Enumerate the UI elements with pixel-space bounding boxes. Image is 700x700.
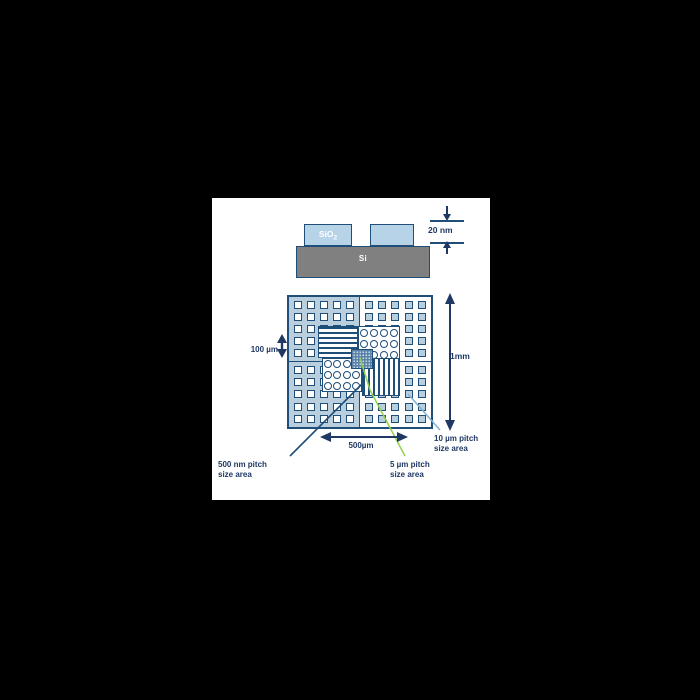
callout-line-1: 10 µm pitch xyxy=(434,434,479,443)
thickness-tick-bottom xyxy=(430,242,464,244)
oxide-label-text: SiO xyxy=(318,229,334,239)
callout-pitch-10um: 10 µm pitch size area xyxy=(434,434,500,454)
callout-line-1: 500 nm pitch xyxy=(218,460,267,469)
checkerboard-fill xyxy=(352,350,372,368)
silicon-label: Si xyxy=(358,254,368,263)
callout-line-2: size area xyxy=(434,444,468,453)
thickness-tick-top xyxy=(430,220,464,222)
quadrant-width-label: 500µm xyxy=(348,441,374,450)
callout-line-2: size area xyxy=(390,470,424,479)
cell-pitch-label: 100 µm xyxy=(250,345,278,354)
thickness-label: 20 nm xyxy=(428,225,453,235)
horizontal-lines-fill xyxy=(319,327,357,357)
callout-line-1: 5 µm pitch xyxy=(390,460,430,469)
subpattern-horizontal-lines xyxy=(318,326,358,358)
callout-line-2: size area xyxy=(218,470,252,479)
array-height-label: 1mm xyxy=(450,351,470,361)
oxide-block-left xyxy=(304,224,352,246)
thickness-dimension: 20 nm xyxy=(428,206,484,254)
array-height-dimension: 1mm xyxy=(434,295,474,429)
callout-pitch-500nm: 500 nm pitch size area xyxy=(218,460,294,480)
pattern-array xyxy=(287,295,433,429)
oxide-label: SiO2 xyxy=(304,229,352,242)
quadrant-width-dimension: 500µm xyxy=(322,431,410,453)
figure-panel: Si SiO2 20 nm xyxy=(212,198,490,500)
subpattern-checkerboard xyxy=(351,349,373,369)
oxide-label-subscript: 2 xyxy=(333,234,338,242)
oxide-block-right xyxy=(370,224,414,246)
silicon-substrate xyxy=(296,246,430,278)
callout-pitch-5um: 5 µm pitch size area xyxy=(390,460,450,480)
